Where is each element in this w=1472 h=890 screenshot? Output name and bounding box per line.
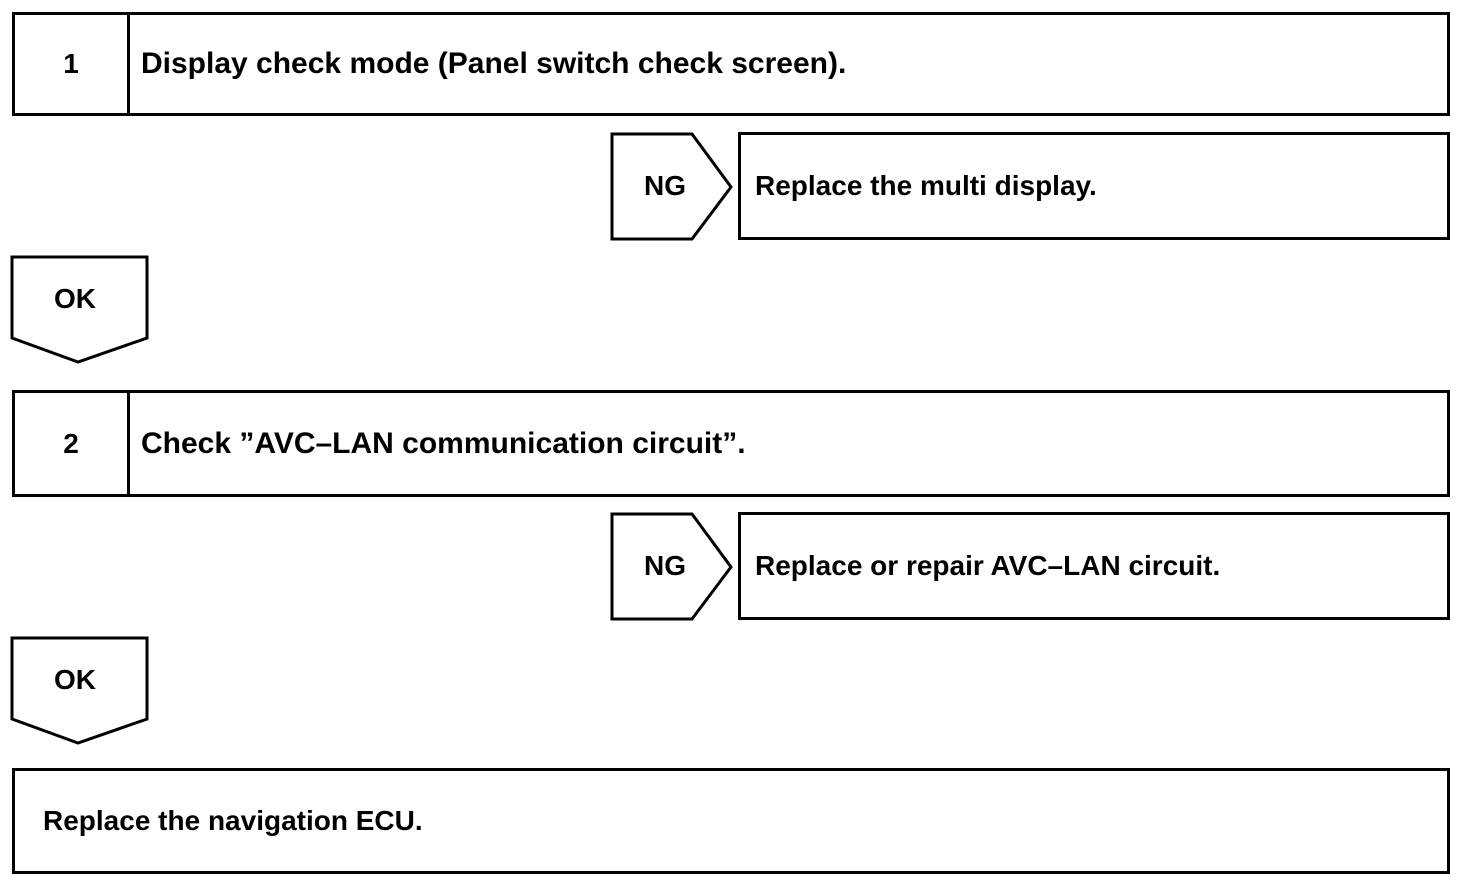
step-2-text: Check ”AVC–LAN communication circuit”.	[141, 426, 746, 460]
step-2-box: 2 Check ”AVC–LAN communication circuit”.	[12, 390, 1450, 497]
step-1-text: Display check mode (Panel switch check s…	[141, 47, 847, 80]
ok-label-1: OK	[54, 283, 96, 314]
ng-result-2-box: Replace or repair AVC–LAN circuit.	[738, 512, 1450, 620]
ng-result-2-text: Replace or repair AVC–LAN circuit.	[755, 550, 1221, 581]
ok-pointer-shape-1	[10, 255, 149, 364]
ng-arrow-1: NG	[610, 132, 736, 242]
ng-label-1: NG	[644, 170, 686, 201]
ok-pointer-1: OK	[10, 255, 150, 365]
final-action-text: Replace the navigation ECU.	[43, 805, 423, 836]
final-action-box: Replace the navigation ECU.	[12, 768, 1450, 874]
step-1-number: 1	[15, 15, 130, 113]
ok-pointer-shape-2	[10, 636, 149, 745]
ng-arrow-shape-1	[610, 132, 733, 241]
ng-arrow-2: NG	[610, 512, 736, 622]
step-1-box: 1 Display check mode (Panel switch check…	[12, 12, 1450, 116]
ok-pointer-2: OK	[10, 636, 150, 746]
ng-arrow-shape-2	[610, 512, 733, 621]
ng-result-1-box: Replace the multi display.	[738, 132, 1450, 240]
step-2-number: 2	[15, 393, 130, 494]
ok-label-2: OK	[54, 664, 96, 695]
ng-label-2: NG	[644, 550, 686, 581]
ng-result-1-text: Replace the multi display.	[755, 170, 1097, 201]
